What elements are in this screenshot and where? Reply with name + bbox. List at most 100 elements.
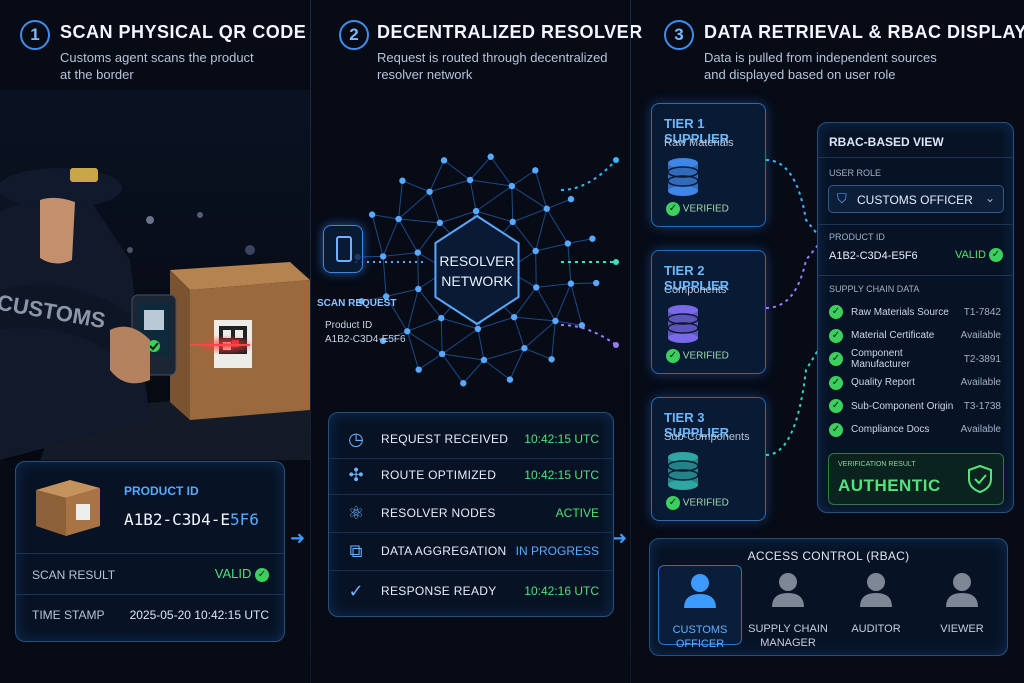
rbac-product-id-label: PRODUCT ID	[829, 232, 885, 242]
tier-title: TIER 2 SUPPLIER	[664, 263, 730, 293]
supply-chain-label: Compliance Docs	[851, 424, 930, 435]
scan-request-label: SCAN REQUEST	[317, 298, 397, 309]
supply-chain-label: Material Certificate	[851, 330, 935, 341]
flow-arrow	[560, 324, 617, 346]
timeline-value: IN PROGRESS	[515, 544, 599, 558]
step-number: 3	[664, 20, 694, 50]
supply-chain-value: Available	[960, 424, 1001, 435]
package-icon	[36, 480, 100, 536]
resolver-hexagon	[434, 214, 520, 326]
role-label: VIEWER	[940, 623, 984, 635]
step-title: DATA RETRIEVAL & RBAC DISPLAY	[704, 22, 1024, 42]
check-icon: ✓	[666, 202, 680, 216]
tier-subtitle: Sub-Components	[664, 431, 750, 443]
product-id-label: PRODUCT ID	[124, 484, 199, 498]
step-rbac-section: 3 DATA RETRIEVAL & RBAC DISPLAY Data is …	[631, 0, 1024, 683]
access-control-title: ACCESS CONTROL (RBAC)	[747, 549, 910, 563]
timestamp-label: TIME STAMP	[32, 608, 105, 622]
chevron-down-icon: ⌄	[984, 191, 995, 205]
supply-chain-label: Quality Report	[851, 377, 915, 388]
timeline-value: 10:42:16 UTC	[524, 584, 599, 598]
check-icon: ✓	[829, 328, 843, 343]
check-icon: ✓	[255, 567, 269, 582]
route-icon: ✣	[348, 465, 364, 485]
verification-value: AUTHENTIC	[838, 476, 941, 495]
database-icon	[667, 452, 699, 490]
timeline-label: REQUEST RECEIVED	[381, 432, 509, 446]
rbac-view-panel: RBAC-BASED VIEW USER ROLE ⛉ CUSTOMS OFFI…	[817, 122, 1014, 513]
tier-subtitle: Raw Materials	[664, 137, 734, 149]
supply-chain-label: SUPPLY CHAIN DATA	[829, 284, 920, 294]
user-avatar-icon	[684, 574, 716, 608]
tier-subtitle: Components	[664, 284, 727, 296]
tier-title: TIER 1 SUPPLIER	[664, 116, 730, 146]
step-description: Request is routed through decentralized …	[377, 50, 608, 82]
supply-chain-value: T3-1738	[963, 400, 1001, 412]
step-description: Data is pulled from independent sources …	[704, 50, 937, 82]
timeline-label: RESPONSE READY	[381, 584, 497, 598]
user-role-value: CUSTOMS OFFICER	[857, 193, 973, 207]
data-flow-connectors	[766, 159, 818, 456]
tier-status: ✓ VERIFIED	[666, 349, 729, 363]
role-label: AUDITOR	[851, 623, 901, 635]
database-icon	[667, 305, 699, 343]
step-description: Customs agent scans the product at the b…	[60, 50, 254, 82]
user-avatar-icon	[772, 573, 804, 607]
step-title: DECENTRALIZED RESOLVER	[377, 22, 643, 42]
rbac-product-id-value: A1B2-C3D4-E5F6	[829, 250, 918, 262]
check-icon: ✓	[829, 399, 843, 413]
scan-result-label: SCAN RESULT	[32, 568, 116, 582]
arrow-right-icon: ➜	[612, 528, 628, 548]
shield-check-icon	[968, 464, 992, 494]
check-icon: ✓	[829, 352, 843, 366]
user-role-select[interactable]: ⛉ CUSTOMS OFFICER ⌄	[828, 185, 1004, 213]
nodes-icon: ⚛	[347, 503, 365, 523]
role-option[interactable]: VIEWER	[920, 569, 1004, 636]
step-number: 2	[339, 20, 369, 50]
step-number: 1	[20, 20, 50, 50]
timeline-value: 10:42:15 UTC	[524, 432, 599, 446]
phone-scan-icon	[323, 225, 363, 273]
timeline-label: DATA AGGREGATION	[381, 544, 507, 558]
product-status: VALID ✓	[955, 248, 1003, 262]
step-scan-section: 1 SCAN PHYSICAL QR CODE Customs agent sc…	[0, 0, 310, 683]
database-icon	[667, 158, 699, 196]
timeline-label: RESOLVER NODES	[381, 506, 496, 520]
step-resolver-section: 2 DECENTRALIZED RESOLVER Request is rout…	[311, 0, 642, 683]
arrow-right-icon: ➜	[290, 528, 306, 548]
rbac-view-title: RBAC-BASED VIEW	[829, 135, 944, 149]
supply-chain-label: Component Manufacturer	[851, 348, 910, 370]
flow-arrow	[560, 159, 617, 191]
shield-icon: ⛉	[837, 191, 847, 206]
check-icon: ✓	[989, 248, 1003, 262]
tier-status: ✓ VERIFIED	[666, 202, 729, 216]
supply-chain-value: Available	[960, 377, 1001, 388]
role-option[interactable]: AUDITOR	[834, 569, 918, 636]
step-title: SCAN PHYSICAL QR CODE	[60, 22, 307, 42]
request-product-id-value: A1B2-C3D4-E5F6	[325, 334, 406, 345]
supply-chain-row: ✓ Material Certificate Available	[829, 326, 1001, 346]
resolver-network-label: RESOLVER	[439, 253, 514, 269]
verification-result-box: VERIFICATION RESULT AUTHENTIC	[828, 453, 1004, 505]
supply-chain-label: Raw Materials Source	[851, 306, 949, 318]
scan-result-status: VALID ✓	[215, 566, 269, 582]
timestamp-value: 2025-05-20 10:42:15 UTC	[129, 608, 269, 622]
supply-chain-value: Available	[960, 330, 1001, 341]
tier-title: TIER 3 SUPPLIER	[664, 410, 730, 440]
